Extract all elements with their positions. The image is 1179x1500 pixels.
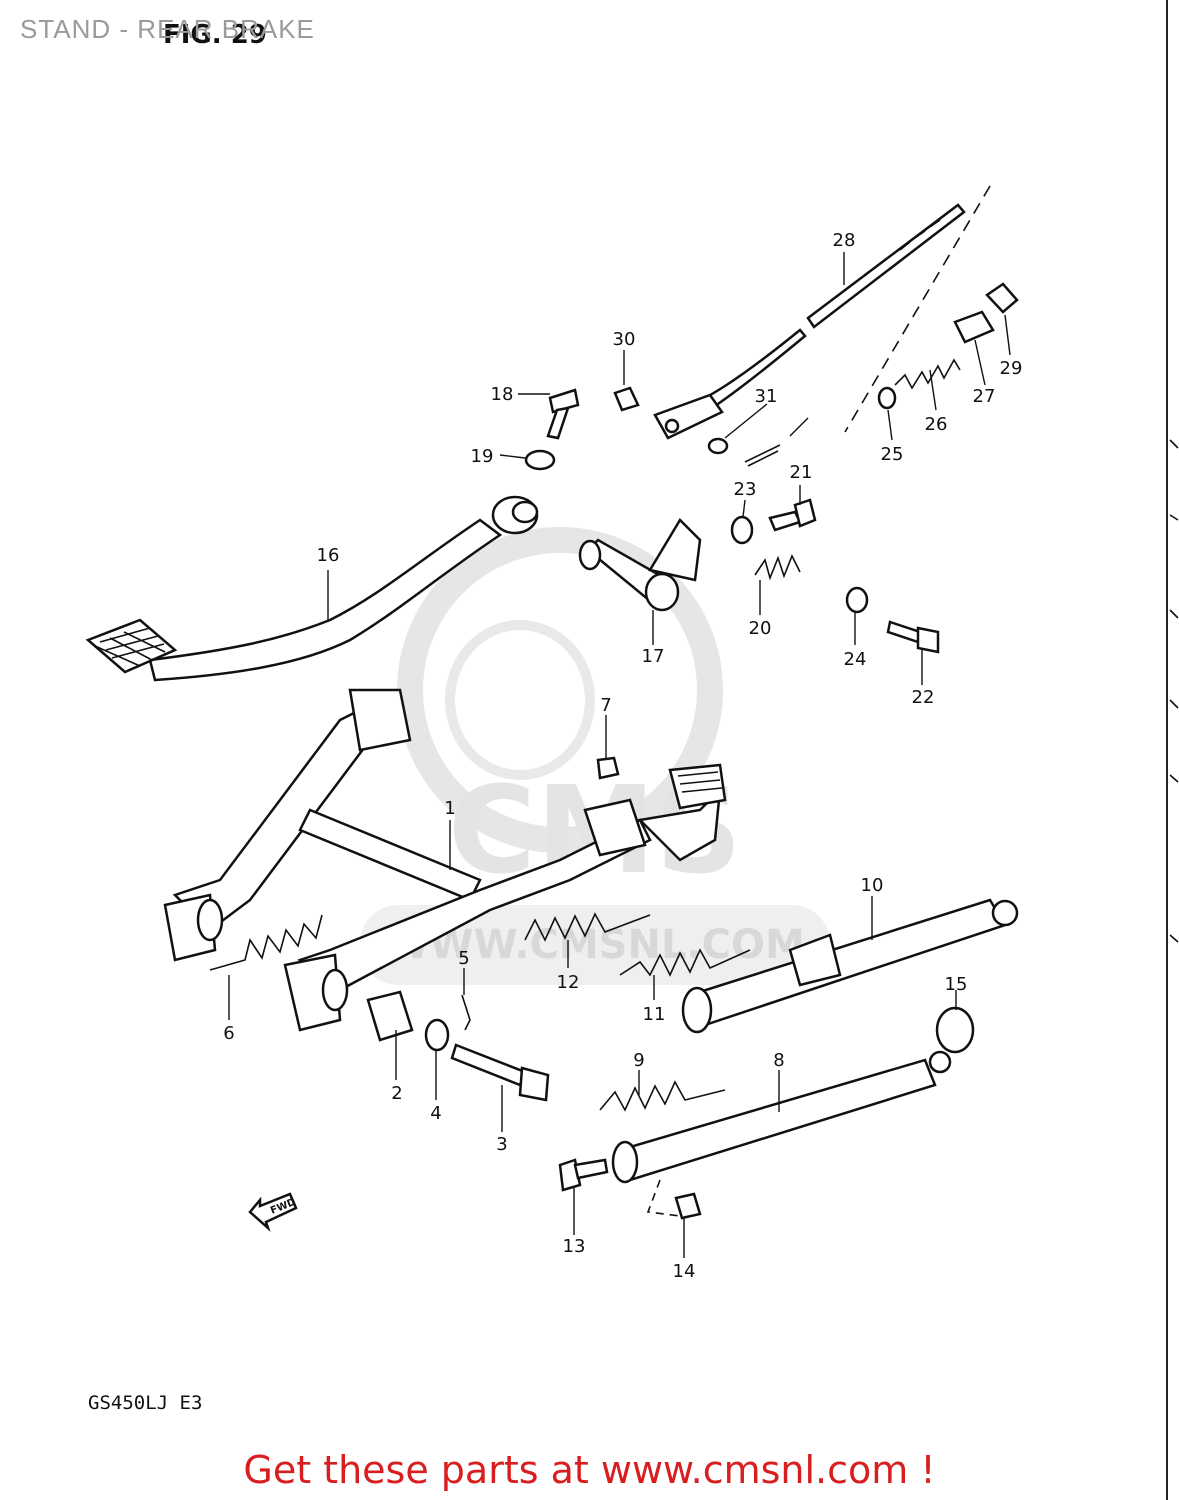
- figure-label: FIG. 29: [163, 20, 267, 50]
- callout-9: 9: [633, 1050, 644, 1071]
- part-23-nut-a: [730, 515, 754, 545]
- part-7-stopper: [596, 756, 620, 780]
- part-28-nut: [985, 282, 1019, 314]
- callout-25: 25: [881, 444, 904, 465]
- part-12-spring: [524, 912, 651, 942]
- part-31-cotter-pin: [744, 444, 781, 467]
- assembly-guide-line-2: [646, 1179, 681, 1217]
- part-24-brake-rod: [653, 203, 966, 440]
- callout-18: 18: [491, 384, 514, 405]
- model-code: GS450LJ E3: [88, 1392, 203, 1414]
- callout-20: 20: [749, 618, 772, 639]
- part-6-spring: [209, 914, 323, 971]
- callout-22: 22: [912, 687, 935, 708]
- part-22-bolt-shank: [886, 620, 922, 644]
- buy-parts-banner[interactable]: Get these parts at www.cmsnl.com !: [243, 1448, 936, 1492]
- callout-26: 26: [925, 414, 948, 435]
- callout-19: 19: [471, 446, 494, 467]
- callout-leader-lines: [228, 252, 1011, 1258]
- callout-23-upper: 23: [734, 479, 757, 500]
- part-26-spring: [894, 358, 961, 390]
- callout-12: 12: [557, 972, 580, 993]
- part-10-side-stand: [681, 898, 1019, 1034]
- part-11-spring: [619, 948, 751, 977]
- callout-30: 31: [755, 386, 778, 407]
- page-edge-marks: [1169, 439, 1179, 943]
- assembly-guide-line: [844, 185, 991, 433]
- part-15-bush: [935, 1006, 975, 1054]
- callout-5: 5: [458, 948, 469, 969]
- page-title: STAND - REAR BRAKE: [20, 14, 315, 44]
- callout-27: 27: [973, 386, 996, 407]
- callout-24: 28: [833, 230, 856, 251]
- part-16-brake-pedal: [85, 495, 539, 682]
- page-border-line: [1166, 0, 1168, 1500]
- brake-pedal-pad: [85, 618, 178, 674]
- part-22-bolt-head: [916, 626, 940, 654]
- callout-7: 7: [600, 695, 611, 716]
- part-14-nut: [674, 1192, 702, 1220]
- part-20-spring: [754, 554, 801, 581]
- part-2-bush: [366, 990, 414, 1042]
- part-3-bolt-head: [518, 1066, 550, 1102]
- part-19-nut: [524, 449, 556, 471]
- part-8-side-stand: [611, 1050, 952, 1184]
- part-3-bolt-shank: [450, 1043, 527, 1087]
- callout-8: 8: [773, 1050, 784, 1071]
- callout-13: 13: [563, 1236, 586, 1257]
- part-17-brake-cam-lever: [578, 517, 702, 612]
- callout-11: 11: [643, 1004, 666, 1025]
- watermark-ring: [397, 527, 723, 853]
- part-4-washer: [424, 1018, 450, 1052]
- callout-6: 6: [223, 1023, 234, 1044]
- callout-labels: 28 30 18 19 31 29 27 26 25 21 23 16 17 2…: [223, 230, 1022, 1282]
- part-18-bolt: [546, 388, 580, 440]
- callout-28: 29: [1000, 358, 1023, 379]
- part-9-spring: [599, 1080, 726, 1112]
- callout-15: 15: [945, 974, 968, 995]
- fwd-arrow-icon: FWD: [248, 1192, 298, 1233]
- callout-2: 2: [391, 1083, 402, 1104]
- part-5-clip: [461, 994, 471, 1031]
- part-29-clip: [613, 386, 640, 412]
- part-27-joint: [953, 310, 995, 344]
- part-23-nut-b: [845, 586, 869, 614]
- callout-17: 17: [642, 646, 665, 667]
- part-30-washer: [707, 437, 729, 455]
- part-13-bolt-shank: [573, 1158, 609, 1180]
- part-25-washer: [877, 386, 897, 410]
- callout-14: 14: [673, 1261, 696, 1282]
- watermark-mascot-face: [445, 620, 595, 780]
- callout-3: 3: [496, 1134, 507, 1155]
- callout-16: 16: [317, 545, 340, 566]
- callout-1: 1: [444, 798, 455, 819]
- callout-4: 4: [430, 1103, 441, 1124]
- watermark-url-band: [360, 905, 830, 985]
- callout-21: 21: [790, 462, 813, 483]
- part-21-bolt-shank: [768, 510, 802, 532]
- callout-23-lower: 24: [844, 649, 867, 670]
- callout-29: 30: [613, 329, 636, 350]
- callout-10: 10: [861, 875, 884, 896]
- part-1-center-stand: [163, 688, 727, 1032]
- part-21-bolt-head: [793, 498, 817, 528]
